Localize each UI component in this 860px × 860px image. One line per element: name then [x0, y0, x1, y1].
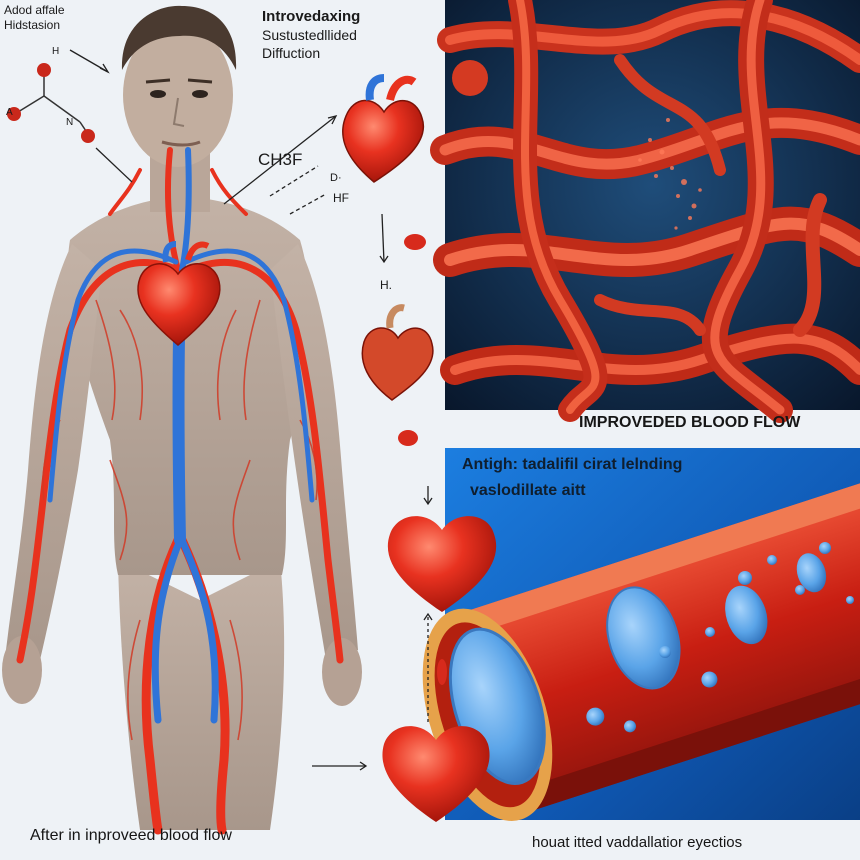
- caption-vasodilation-effects: houat itted vaddallatior eyectios: [532, 834, 743, 851]
- caption-tadalafil-line2: vaslodillate aitt: [470, 482, 586, 499]
- small-heart-mid-icon: [361, 304, 434, 401]
- red-heart-upper-icon: [387, 516, 497, 612]
- red-heart-lower-icon: [382, 726, 490, 822]
- human-figure: [2, 5, 362, 835]
- top-left-label-line1: Adod affale: [4, 3, 65, 17]
- main-heading-line3: Diffuction: [262, 45, 321, 61]
- molecule-label-h: H: [52, 46, 60, 57]
- small-heart-top-icon: [342, 74, 425, 183]
- molecule-label-n: N: [66, 117, 74, 128]
- caption-tadalafil-line1: Antigh: tadalifil cirat lelnding: [462, 456, 683, 473]
- caption-improved-blood-flow: IMPROVEDED BLOOD FLOW: [579, 414, 801, 431]
- molecule-diagram: [7, 63, 95, 143]
- annotation-arrows: [69, 49, 433, 771]
- formula-d: D·: [330, 172, 342, 184]
- molecule-label-a: A: [6, 107, 13, 118]
- vessel-network-panel: [430, 0, 860, 423]
- top-left-label-line2: Hidstasion: [4, 18, 61, 32]
- main-heading-line1: Introvedaxing: [262, 8, 361, 25]
- main-heading-line2: Sustustedllided: [262, 27, 357, 43]
- caption-after-blood-flow: After in inproveed blood flow: [30, 827, 232, 844]
- formula-hf: HF: [333, 191, 349, 205]
- formula-ch3f: CH3F: [258, 150, 303, 169]
- blood-cell-icons: [398, 234, 447, 685]
- chest-heart-icon: [137, 241, 221, 346]
- formula-h-dot: H.: [380, 278, 392, 292]
